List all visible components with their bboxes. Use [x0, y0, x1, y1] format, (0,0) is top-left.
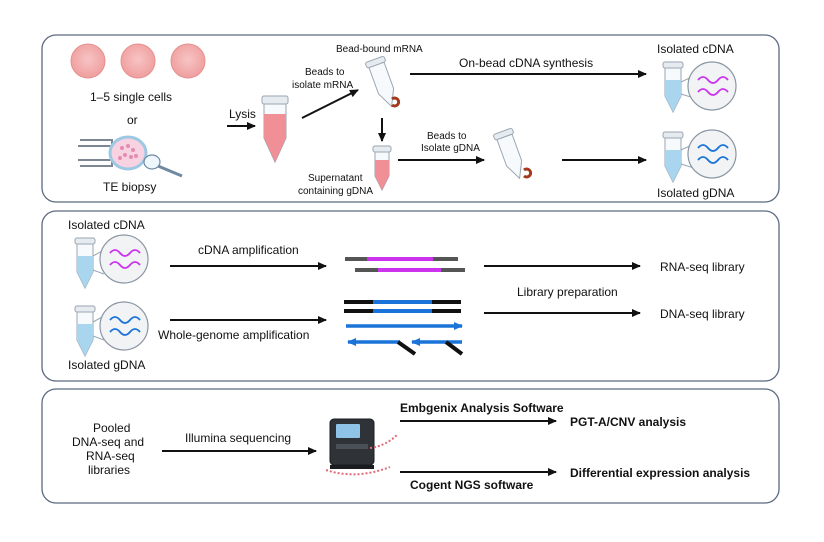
cells-label: 1–5 single cells — [90, 90, 172, 104]
diff-label: Differential expression analysis — [570, 466, 750, 480]
cdna-amp-label: cDNA amplification — [198, 243, 299, 257]
panel-sequencing — [41, 388, 780, 504]
magnet-icon — [391, 96, 401, 108]
supernatant-label-2: containing gDNA — [298, 186, 373, 197]
beads-mrna-label-1: Beads to — [305, 67, 345, 78]
cdna-tube-icon — [662, 61, 737, 114]
illumina-label: Illumina sequencing — [185, 431, 291, 445]
isolated-cdna-label-2: Isolated cDNA — [68, 218, 145, 232]
pooled-label-1: Pooled — [93, 421, 130, 435]
cdna-amplicon-icon — [345, 257, 465, 272]
gdna-tube-icon — [662, 129, 737, 184]
library-prep-label: Library preparation — [517, 285, 618, 299]
lysis-label: Lysis — [229, 107, 256, 121]
supernatant-label-1: Supernatant — [308, 173, 363, 184]
dna-lib-label: DNA-seq library — [660, 307, 745, 321]
single-cell-icon — [70, 43, 206, 79]
or-label: or — [127, 113, 138, 127]
isolated-gdna-label: Isolated gDNA — [657, 186, 734, 200]
supernatant-tube-icon — [372, 145, 392, 192]
biopsy-icon — [78, 135, 183, 178]
embgenix-label: Embgenix Analysis Software — [400, 401, 564, 415]
lysate-tube-icon — [261, 95, 289, 164]
gdna-tube-icon — [74, 301, 149, 358]
bead-bound-label: Bead-bound mRNA — [336, 44, 423, 55]
magnet-icon — [523, 167, 533, 179]
cdna-tube-icon — [74, 234, 149, 290]
panel-library-prep — [41, 210, 780, 382]
gdna-bead-tube-icon — [493, 127, 523, 180]
on-bead-label: On-bead cDNA synthesis — [459, 56, 593, 70]
isolated-cdna-label: Isolated cDNA — [657, 42, 734, 56]
beads-mrna-label-2: isolate mRNA — [292, 80, 353, 91]
wga-label: Whole-genome amplification — [158, 328, 309, 342]
pooled-label-3: RNA-seq — [86, 449, 135, 463]
rna-lib-label: RNA-seq library — [660, 260, 745, 274]
cogent-label: Cogent NGS software — [410, 478, 534, 492]
pooled-label-4: libraries — [88, 463, 130, 477]
pgta-label: PGT-A/CNV analysis — [570, 415, 686, 429]
isolated-gdna-label-2: Isolated gDNA — [68, 358, 145, 372]
beads-mrna-arrow — [301, 89, 359, 119]
pooled-label-2: DNA-seq and — [72, 435, 144, 449]
biopsy-label: TE biopsy — [103, 180, 156, 194]
beads-gdna-label-2: Isolate gDNA — [421, 143, 480, 154]
gdna-amplicon-icon — [344, 300, 464, 356]
sequencer-icon — [325, 418, 399, 476]
beads-gdna-label-1: Beads to — [427, 131, 467, 142]
